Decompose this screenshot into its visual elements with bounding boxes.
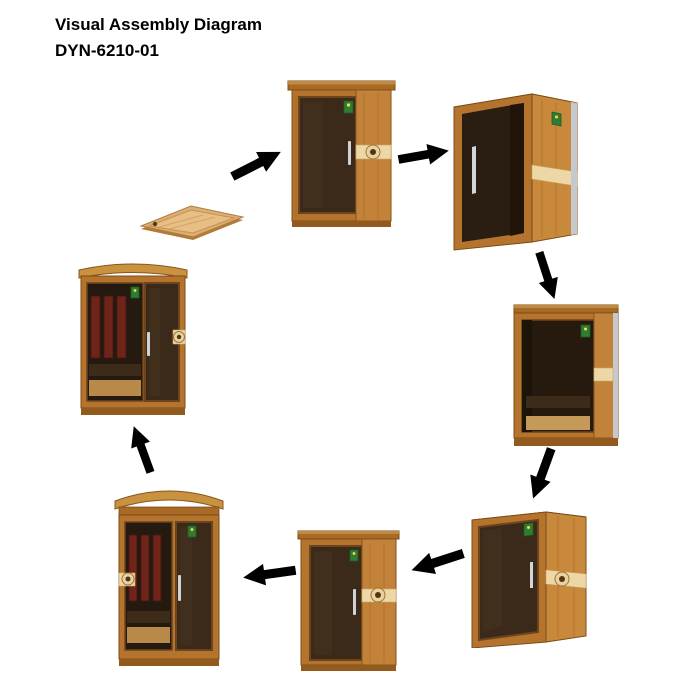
door-angled-illustration xyxy=(471,511,587,648)
assembly-step-6-door-front xyxy=(296,529,401,673)
arrow-step2-to-step3-icon xyxy=(396,139,451,172)
door-handle-icon xyxy=(147,332,150,356)
door-handle-icon xyxy=(178,575,181,601)
header: Visual Assembly Diagram DYN-6210-01 xyxy=(55,12,262,64)
door-handle-icon xyxy=(353,589,356,615)
arrow-step5-to-step6-icon xyxy=(407,542,468,582)
finished-sauna-illustration xyxy=(78,263,188,415)
assembly-step-5-door-angled xyxy=(468,504,590,648)
cabin-frame-illustration xyxy=(287,80,396,227)
heater-panel-icon xyxy=(103,295,114,359)
interior-illustration xyxy=(513,304,619,446)
heater-panel-icon xyxy=(90,295,101,359)
floor-panel-illustration xyxy=(139,205,245,240)
certification-label-icon xyxy=(523,522,534,537)
assembly-step-1-floor-panel xyxy=(133,197,247,243)
certification-label-icon xyxy=(349,549,359,562)
heater-panel-icon xyxy=(116,295,127,359)
arrow-step1-to-step2-icon xyxy=(227,141,288,188)
certification-label-icon xyxy=(580,324,591,338)
arrow-step7-to-step8-icon xyxy=(122,421,162,476)
assembly-step-3-open-box xyxy=(450,87,581,252)
certification-label-icon xyxy=(551,111,562,127)
assembly-step-8-finished-sauna xyxy=(73,252,193,422)
door-front-illustration xyxy=(297,530,400,671)
arrow-step6-to-step7-icon xyxy=(241,558,298,589)
assembly-step-7-roof-crown xyxy=(110,477,228,668)
roof-crown-illustration xyxy=(114,490,224,666)
heater-panel-icon xyxy=(128,534,138,602)
certification-label-icon xyxy=(343,100,354,114)
heater-panel-icon xyxy=(140,534,150,602)
certification-label-icon xyxy=(187,525,197,538)
certification-label-icon xyxy=(130,286,140,299)
arrow-step3-to-step4-icon xyxy=(528,249,566,304)
page-title: Visual Assembly Diagram xyxy=(55,15,262,34)
model-number: DYN-6210-01 xyxy=(55,41,159,60)
assembly-step-4-interior xyxy=(511,304,621,448)
open-box-illustration xyxy=(453,93,578,251)
arrow-step4-to-step5-icon xyxy=(521,445,562,504)
heater-panel-icon xyxy=(152,534,162,602)
assembly-step-2-frame-with-door xyxy=(286,79,397,229)
door-handle-icon xyxy=(530,562,533,588)
door-handle-icon xyxy=(472,146,476,194)
